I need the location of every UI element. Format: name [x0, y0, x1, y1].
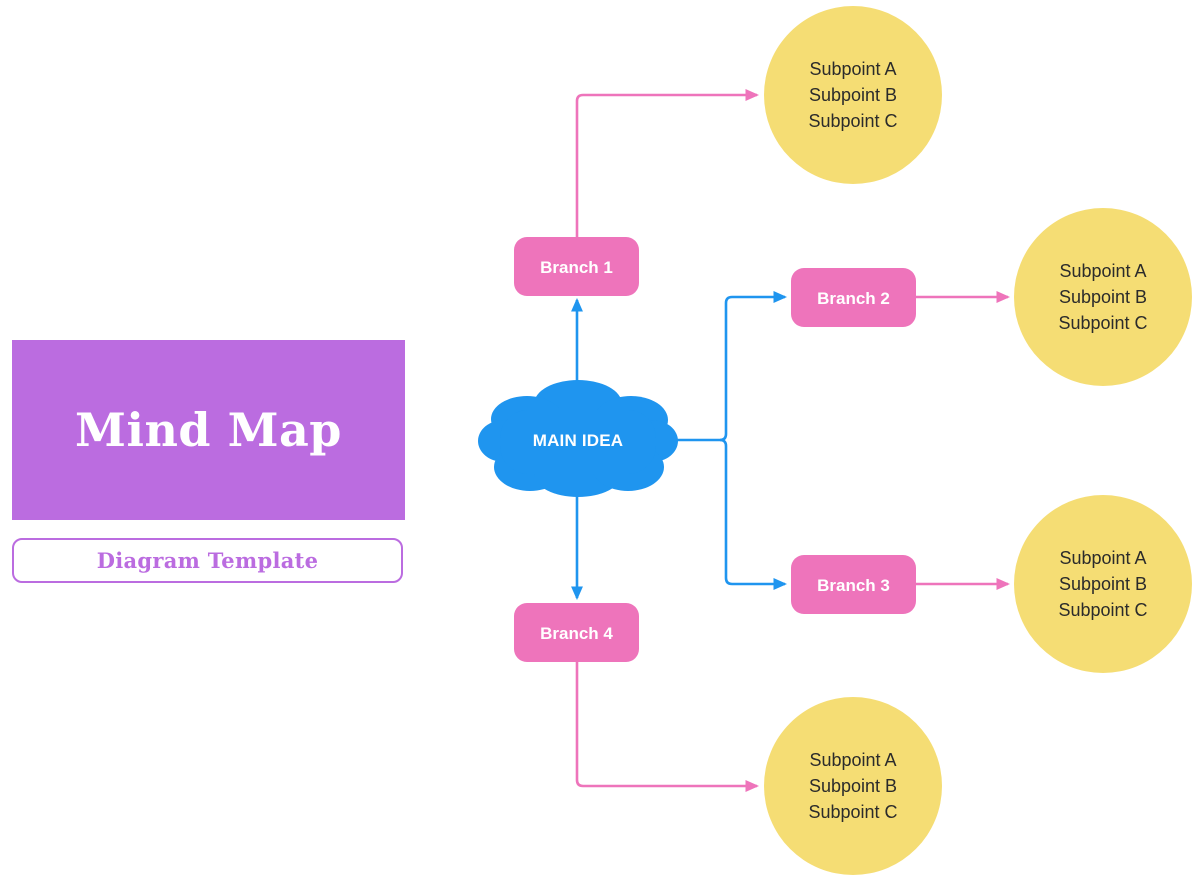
subpoint-text: Subpoint C	[808, 802, 897, 822]
branch-label: Branch 1	[540, 258, 613, 277]
subpoints-circle-shape	[1014, 495, 1192, 673]
subpoints-circle-branch-3[interactable]: Subpoint A Subpoint B Subpoint C	[1014, 495, 1192, 673]
subpoint-text: Subpoint A	[809, 59, 896, 79]
branch-box-shape	[514, 603, 639, 662]
subpoints-circle-shape	[764, 697, 942, 875]
title-card: Mind Map	[12, 340, 405, 520]
subpoint-text: Subpoint C	[808, 111, 897, 131]
subpoints-circle-branch-4[interactable]: Subpoint A Subpoint B Subpoint C	[764, 697, 942, 875]
subpoints-circle-shape	[764, 6, 942, 184]
main-idea-label: MAIN IDEA	[533, 431, 624, 450]
branch-box-shape	[791, 555, 916, 614]
branch-label: Branch 3	[817, 576, 890, 595]
page-title: Mind Map	[75, 403, 342, 457]
branch-node-1[interactable]: Branch 1	[514, 237, 639, 296]
connector-trunk-to-branch-3	[719, 438, 788, 590]
connector-branch-1-to-subpoints	[575, 89, 760, 237]
main-idea-node[interactable]: MAIN IDEA	[478, 380, 678, 497]
subpoint-text: Subpoint B	[1059, 574, 1147, 594]
subpoints-circle-shape	[1014, 208, 1192, 386]
branch-node-3[interactable]: Branch 3	[791, 555, 916, 614]
subpoints-circle-branch-2[interactable]: Subpoint A Subpoint B Subpoint C	[1014, 208, 1192, 386]
subtitle-pill: Diagram Template	[12, 538, 403, 583]
subpoint-text: Subpoint A	[809, 750, 896, 770]
branch-node-4[interactable]: Branch 4	[514, 603, 639, 662]
subpoint-text: Subpoint B	[809, 776, 897, 796]
branch-label: Branch 4	[540, 624, 613, 643]
subpoints-circle-branch-1[interactable]: Subpoint A Subpoint B Subpoint C	[764, 6, 942, 184]
subpoint-text: Subpoint B	[1059, 287, 1147, 307]
connector-trunk-to-branch-2	[719, 291, 788, 442]
subtitle-label: Diagram Template	[96, 548, 319, 573]
branch-label: Branch 2	[817, 289, 890, 308]
branch-box-shape	[514, 237, 639, 296]
subpoint-text: Subpoint C	[1058, 600, 1147, 620]
cloud-icon	[478, 380, 678, 497]
branch-node-2[interactable]: Branch 2	[791, 268, 916, 327]
subpoint-text: Subpoint A	[1059, 261, 1146, 281]
connector-branch-4-to-subpoints	[575, 661, 760, 792]
subpoint-text: Subpoint C	[1058, 313, 1147, 333]
subpoint-text: Subpoint B	[809, 85, 897, 105]
branch-box-shape	[791, 268, 916, 327]
subpoint-text: Subpoint A	[1059, 548, 1146, 568]
